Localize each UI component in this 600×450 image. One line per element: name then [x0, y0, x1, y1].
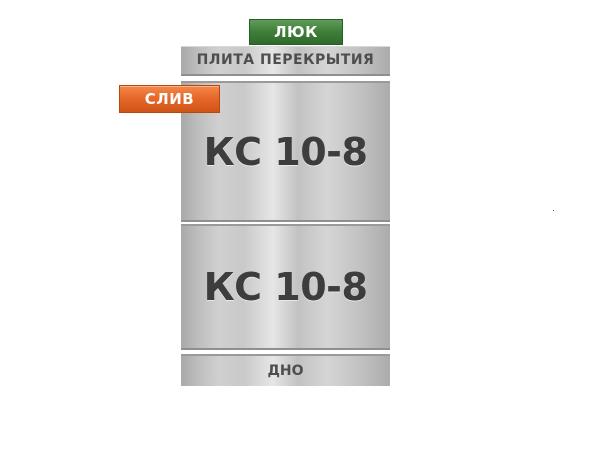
well-bottom-label: ДНО — [267, 363, 304, 379]
cover-slab-label: ПЛИТА ПЕРЕКРЫТИЯ — [196, 52, 375, 68]
hatch-label: ЛЮК — [249, 19, 343, 45]
concrete-ring-upper: КС 10-8 — [181, 81, 390, 222]
well-bottom: ДНО — [181, 354, 390, 386]
concrete-ring-lower-label: КС 10-8 — [203, 265, 368, 309]
concrete-ring-lower: КС 10-8 — [181, 224, 390, 350]
drain-label: СЛИВ — [119, 85, 220, 113]
drain-label-text: СЛИВ — [144, 90, 195, 108]
hatch-label-text: ЛЮК — [274, 23, 318, 41]
cover-slab: ПЛИТА ПЕРЕКРЫТИЯ — [181, 46, 390, 76]
stray-dot — [553, 210, 554, 211]
concrete-ring-upper-label: КС 10-8 — [203, 129, 368, 174]
